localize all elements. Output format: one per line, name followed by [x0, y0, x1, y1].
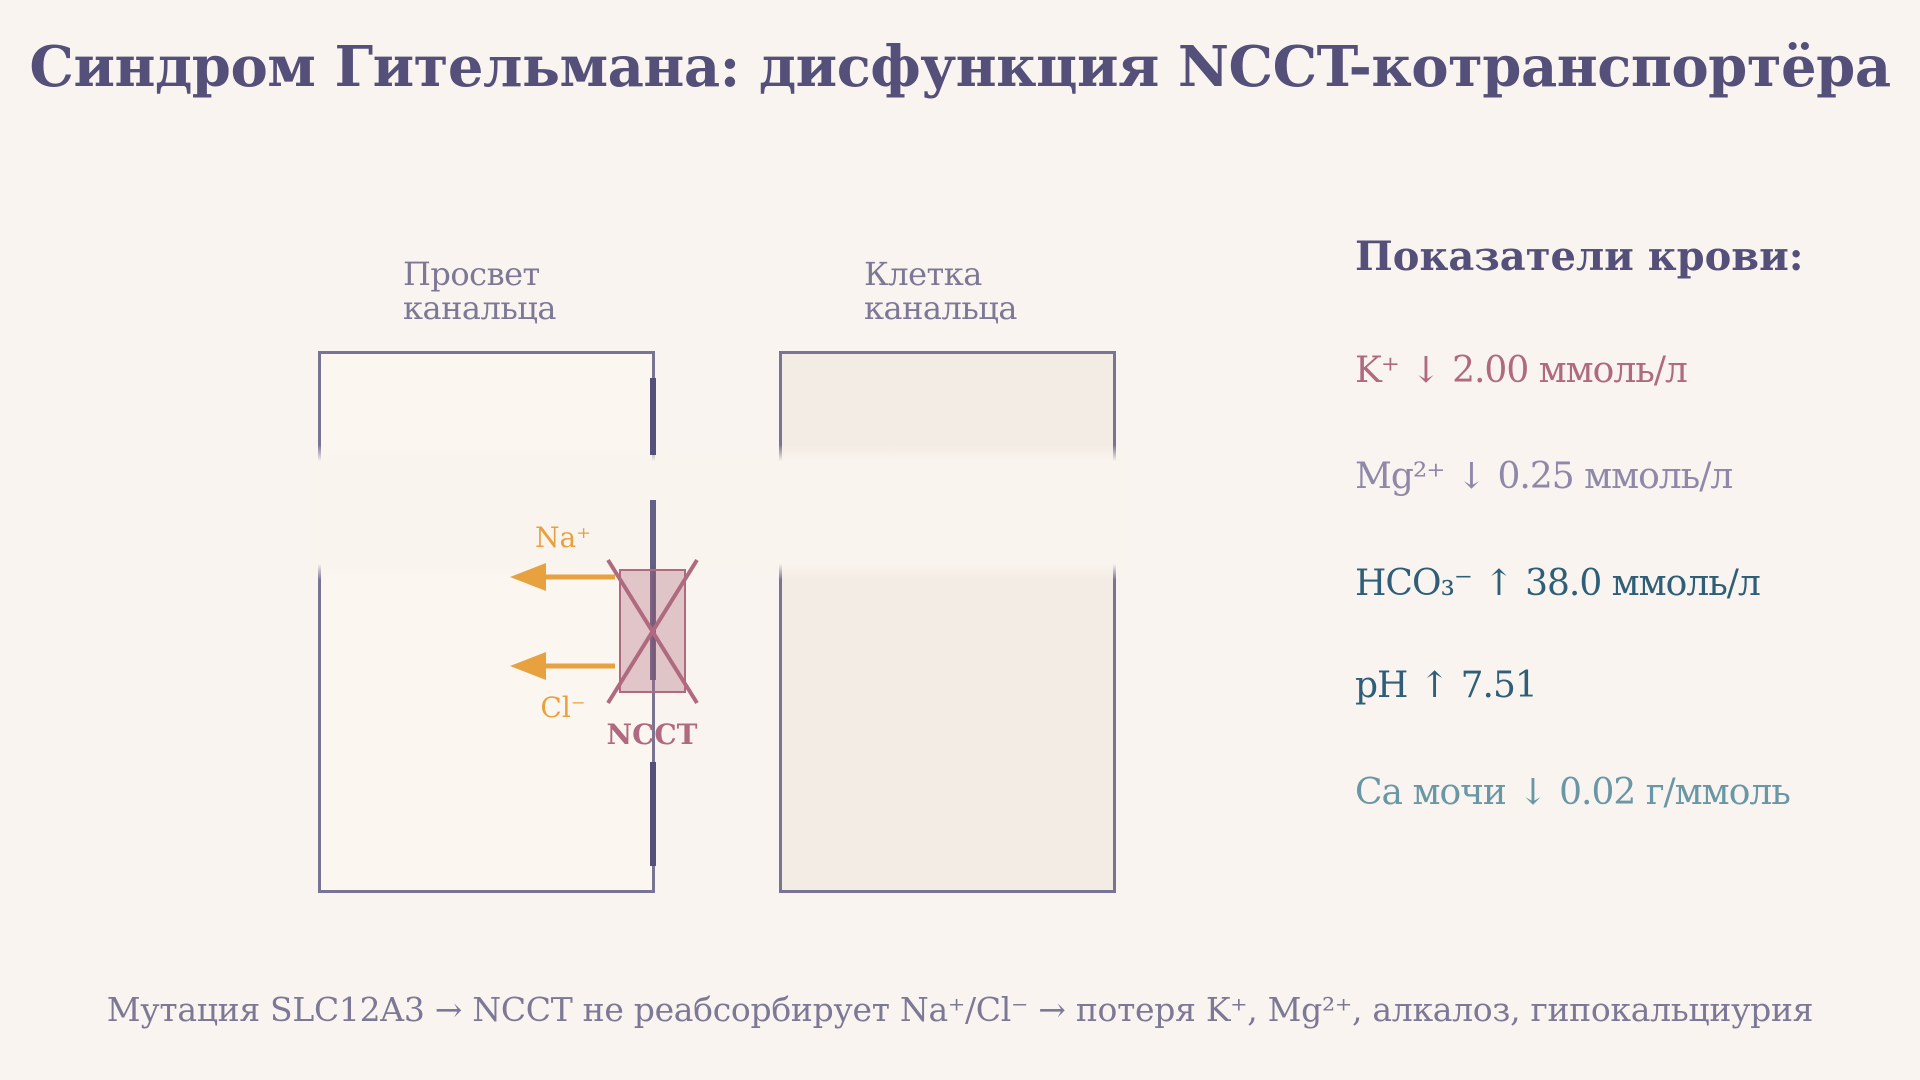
- param-potassium-name: K⁺: [1355, 350, 1400, 391]
- block-cross-line-2: [606, 558, 699, 705]
- param-ph-arrow: ↑: [1419, 665, 1449, 706]
- param-potassium-arrow: ↓: [1410, 350, 1441, 391]
- param-bicarbonate: HCO₃⁻↑ 38.0 ммоль/л: [1355, 563, 1761, 604]
- param-bicarbonate-name: HCO₃⁻: [1355, 563, 1473, 604]
- param-urine-calcium-arrow: ↓: [1517, 772, 1548, 813]
- param-urine-calcium: Ca мочи↓ 0.02 г/ммоль: [1355, 772, 1791, 813]
- cl-arrow-head: [510, 652, 546, 680]
- param-magnesium-value: 0.25 ммоль/л: [1497, 456, 1734, 497]
- cell-label-line-1: Клетка: [864, 255, 982, 293]
- tubule-cell-box: [779, 351, 1116, 893]
- page-title: Синдром Гительмана: дисфункция NCCT-котр…: [29, 34, 1891, 100]
- ncct-transporter: NCCT: [606, 558, 699, 751]
- param-urine-calcium-name: Ca мочи: [1355, 772, 1507, 813]
- cell-label-line-2: канальца: [864, 289, 1017, 327]
- param-ph: pH ↑ 7.51: [1355, 665, 1538, 706]
- param-potassium: K⁺↓ 2.00 ммоль/л: [1355, 350, 1688, 391]
- param-bicarbonate-arrow: ↑: [1483, 563, 1514, 604]
- cl-ion-label: Cl⁻: [540, 691, 585, 724]
- ncct-label: NCCT: [607, 718, 698, 751]
- fade-band: [310, 445, 1125, 580]
- lumen-label-line-2: канальца: [403, 289, 556, 327]
- param-magnesium-name: Mg²⁺: [1355, 456, 1445, 497]
- lumen-label: Просвет канальца: [403, 257, 556, 325]
- blood-panel-title: Показатели крови:: [1355, 233, 1804, 280]
- param-urine-calcium-value: 0.02 г/ммоль: [1559, 772, 1791, 813]
- param-ph-value: 7.51: [1460, 665, 1538, 706]
- param-bicarbonate-value: 38.0 ммоль/л: [1525, 563, 1761, 604]
- na-arrow-head: [510, 563, 546, 591]
- mechanism-footnote: Мутация SLC12A3 → NCCT не реабсорбирует …: [106, 990, 1814, 1029]
- cell-label: Клетка канальца: [864, 257, 1017, 325]
- param-potassium-value: 2.00 ммоль/л: [1452, 350, 1688, 391]
- param-magnesium-arrow: ↓: [1456, 456, 1486, 497]
- param-ph-name: pH: [1355, 665, 1408, 706]
- cl-arrow: [510, 652, 615, 680]
- tubule-lumen-box: [318, 351, 655, 893]
- na-arrow: [510, 563, 615, 591]
- na-ion-label: Na⁺: [535, 521, 591, 554]
- param-magnesium: Mg²⁺ ↓ 0.25 ммоль/л: [1355, 456, 1734, 497]
- lumen-label-line-1: Просвет: [403, 255, 540, 293]
